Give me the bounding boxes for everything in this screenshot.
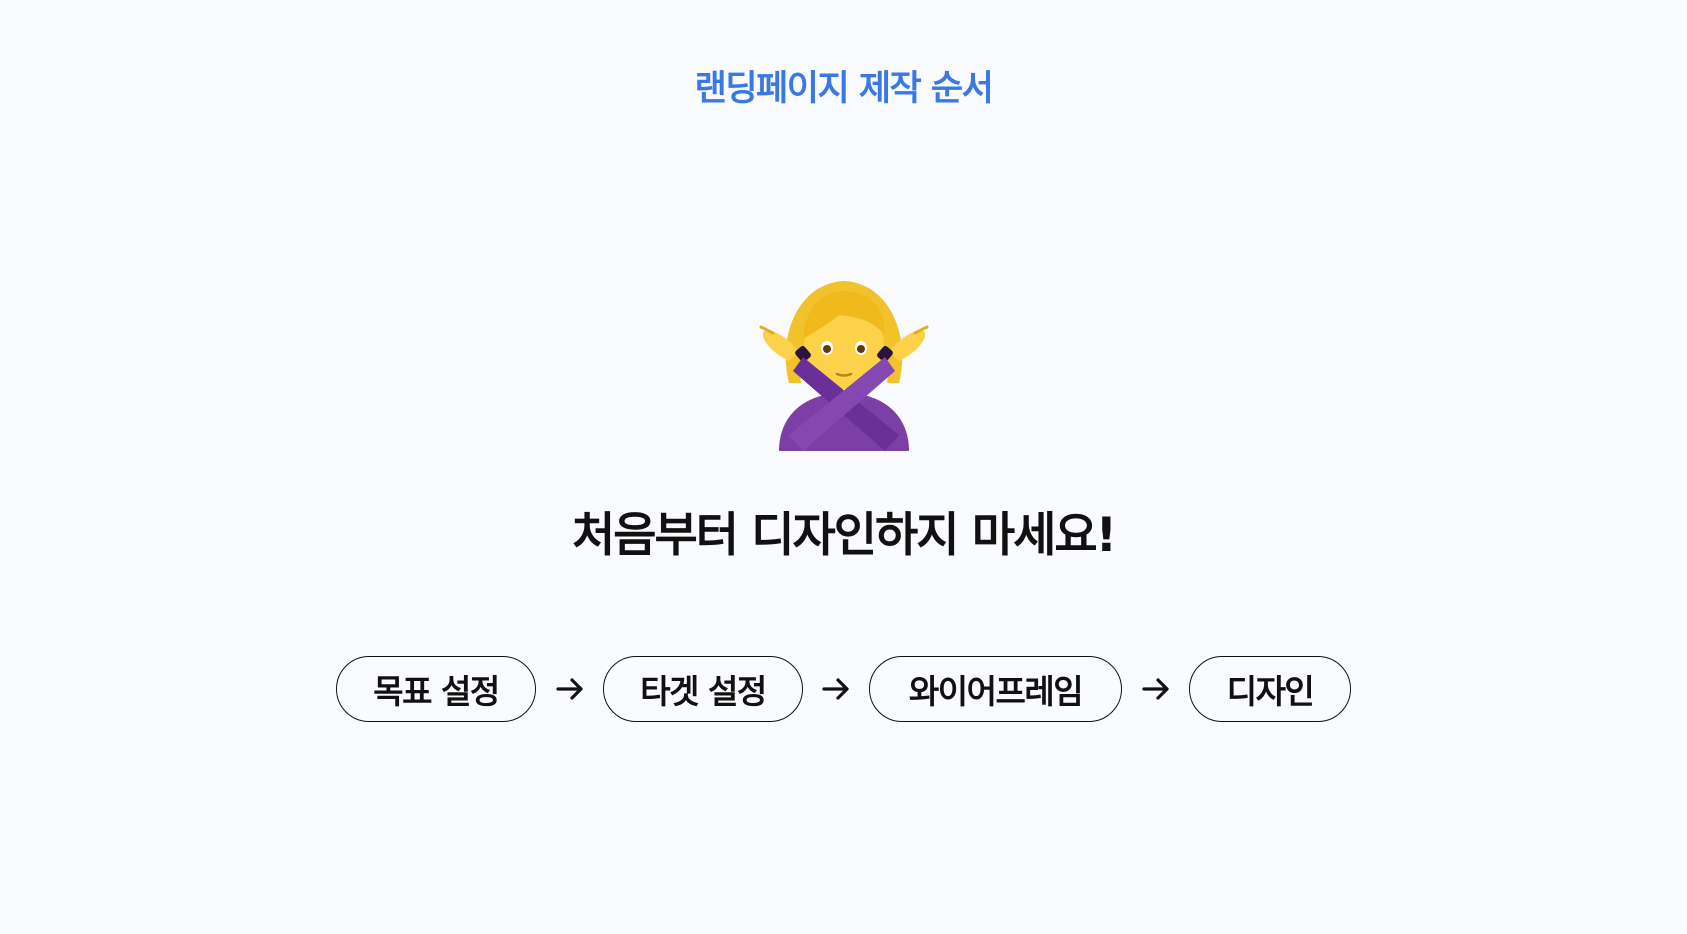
step-pill-wireframe: 와이어프레임 <box>869 656 1122 722</box>
step-pill-target-setting: 타겟 설정 <box>603 656 803 722</box>
section-eyebrow-title: 랜딩페이지 제작 순서 <box>694 69 994 109</box>
step-pill-design: 디자인 <box>1189 656 1351 722</box>
arrow-right-icon <box>1142 678 1169 700</box>
arrow-right-icon <box>822 678 849 700</box>
step-pill-goal-setting: 목표 설정 <box>336 656 536 722</box>
arrow-right-icon <box>556 678 583 700</box>
hero-headline: 처음부터 디자인하지 마세요! <box>571 508 1117 563</box>
woman-gesturing-no-icon <box>759 281 929 451</box>
woman-gesturing-no-emoji <box>759 275 929 451</box>
